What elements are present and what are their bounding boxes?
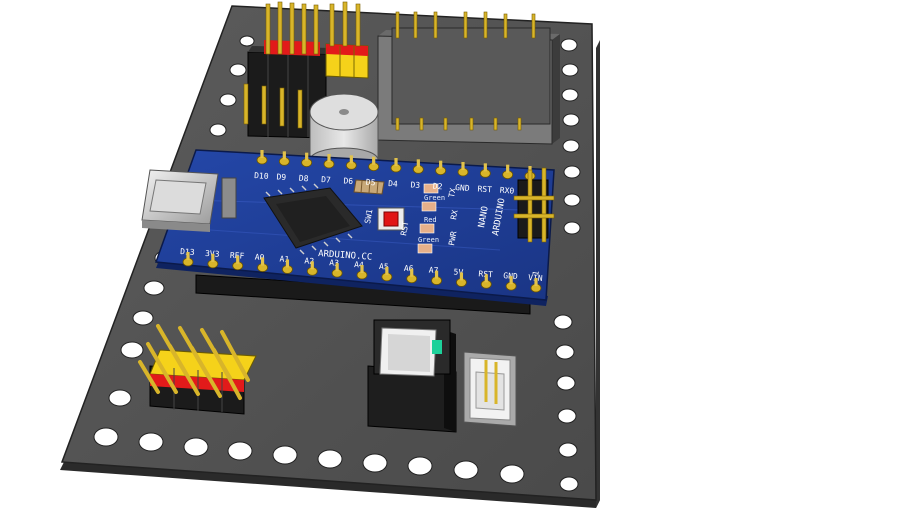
icsp-header[interactable]: [513, 167, 555, 243]
bottom-pin-label: A6: [404, 264, 414, 274]
top-pin-label: D2: [433, 182, 443, 192]
bottom-pin-label: A2: [304, 256, 314, 266]
top-pin-stem: [483, 163, 487, 172]
reset-button[interactable]: [377, 207, 405, 231]
bottom-pin-stem: [335, 263, 339, 272]
top-pin-label: D6: [343, 176, 353, 186]
jumper-block-yellow[interactable]: [325, 1, 369, 79]
bottom-pin-stem: [211, 253, 215, 262]
top-pin-stem: [506, 164, 510, 173]
bottom-pin-stem: [534, 278, 538, 286]
pin-header-bottom-left[interactable]: [138, 324, 257, 415]
top-pin-stem: [461, 162, 465, 170]
bottom-pin-label: A3: [329, 258, 339, 268]
jst-connector[interactable]: [463, 351, 517, 427]
top-pin-stem: [394, 158, 398, 166]
top-pin-stem: [305, 152, 309, 161]
bottom-pin-stem: [310, 261, 314, 270]
bottom-pin-label: A4: [354, 260, 364, 270]
bottom-pin-stem: [484, 274, 488, 283]
bottom-pin-stem: [459, 272, 464, 281]
top-pin-stem: [372, 156, 376, 165]
bottom-pin-stem: [285, 259, 290, 268]
led-label-green2: Green: [418, 236, 439, 244]
top-pin-label: D7: [321, 175, 331, 185]
model-label: NANO: [477, 205, 491, 228]
top-pin-label: D4: [388, 179, 398, 189]
led-label-red: Red: [424, 216, 437, 224]
bottom-pin-row: [182, 252, 542, 293]
led-label-rx: RX: [449, 209, 460, 220]
top-pin-stem: [416, 159, 420, 168]
top-pin-stem: [439, 160, 443, 169]
rst-label: RST: [399, 220, 410, 236]
bottom-pin-label: A1: [279, 254, 289, 264]
bottom-pin-stem: [385, 266, 389, 275]
bottom-pin-stem: [410, 268, 414, 277]
bottom-pin-label: A7: [428, 266, 438, 276]
switch-label: SW1: [363, 208, 374, 224]
top-pin-label: D8: [299, 174, 309, 184]
bottom-pin-label: 5V: [453, 267, 463, 277]
top-pin-label: D3: [410, 180, 420, 190]
led-label-green: Green: [424, 194, 445, 202]
top-pin-stem: [327, 154, 331, 162]
top-pin-label: GND: [455, 183, 470, 193]
led-label-pwr: PWR: [447, 230, 458, 246]
led-label-tx: TX: [447, 187, 458, 198]
pin1-marker: 1: [531, 270, 541, 276]
bottom-pin-stem: [260, 257, 265, 266]
bottom-pin-label: A0: [254, 253, 264, 263]
bottom-pin-stem: [434, 270, 439, 279]
top-pin-label: D10: [254, 171, 269, 181]
bottom-pin-stem: [236, 255, 240, 264]
status-leds: [417, 183, 439, 254]
top-pin-stem: [282, 151, 286, 160]
top-pin-label: D9: [276, 172, 286, 182]
brand-label: ARDUINO.CC: [318, 249, 373, 263]
arduino-nano-board[interactable]: ARDUINO.CC NANO ARDUINO SW1 RST 1 Green …: [141, 149, 555, 306]
top-pin-stem: [260, 150, 264, 158]
pin-header-top-left[interactable]: [243, 1, 330, 139]
connector-housing-black[interactable]: [367, 319, 457, 433]
top-pin-label: D5: [366, 178, 376, 188]
top-pin-stem: [349, 155, 353, 164]
gray-module[interactable]: [377, 11, 560, 145]
bottom-pin-label: A5: [379, 262, 389, 272]
atmega-chip: [263, 183, 363, 255]
bottom-pin-stem: [186, 252, 190, 260]
bottom-pin-stem: [509, 276, 513, 285]
bottom-pin-stem: [360, 265, 364, 273]
top-pin-label: RST: [477, 184, 492, 194]
top-pin-row: [256, 150, 536, 181]
crystal-component: [353, 179, 385, 195]
usb-mini-connector[interactable]: [141, 169, 237, 232]
top-pin-label: RX0: [500, 186, 515, 196]
